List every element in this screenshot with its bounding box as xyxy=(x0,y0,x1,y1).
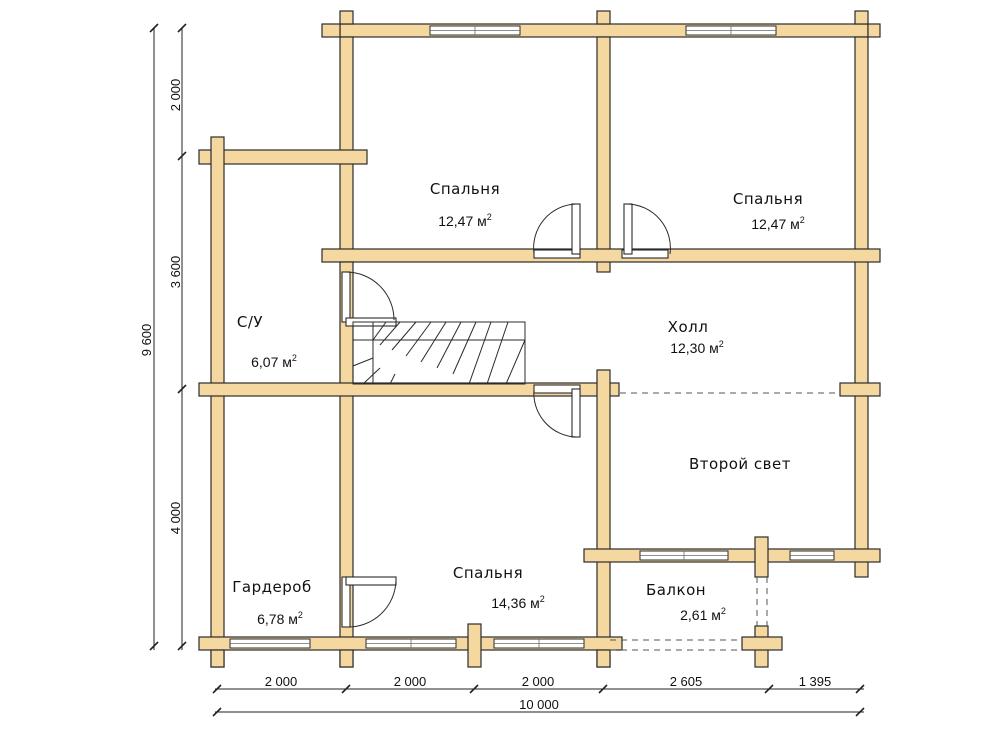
room-labels: Спальня 12,47 м2 Спальня 12,47 м2 С/У 6,… xyxy=(232,180,805,627)
log-end xyxy=(596,10,611,25)
window xyxy=(789,550,835,561)
wall-bathroom-top xyxy=(198,149,368,165)
log-end xyxy=(596,649,611,668)
dimensions-left: 9 600 2 000 3 600 4 000 xyxy=(139,23,187,651)
room-name-hall: Холл xyxy=(668,318,709,336)
window xyxy=(365,638,457,649)
room-name-bedroom-top-left: Спальня xyxy=(430,180,500,198)
wall-mid-horizontal xyxy=(198,382,620,397)
wall-vertical xyxy=(596,36,611,273)
room-name-wardrobe: Гардероб xyxy=(232,578,311,596)
log-end xyxy=(210,649,225,668)
wall-mid-right xyxy=(839,382,881,397)
wall-left xyxy=(210,136,225,668)
door xyxy=(341,271,397,327)
window xyxy=(639,550,729,561)
staircase xyxy=(352,321,526,385)
room-name-bedroom-bottom: Спальня xyxy=(453,564,523,582)
room-name-balcony: Балкон xyxy=(646,581,706,599)
room-name-second-light: Второй свет xyxy=(689,455,791,473)
wall-second-light-bottom xyxy=(583,548,881,563)
dimensions-bottom: 2 000 2 000 2 000 2 605 1 395 10 000 xyxy=(212,674,865,717)
log-end xyxy=(467,623,482,668)
dim-left-segment: 2 000 xyxy=(168,79,183,112)
dim-left-segment: 3 600 xyxy=(168,256,183,289)
room-area-bedroom-top-left: 12,47 м2 xyxy=(438,212,492,229)
dim-bottom-segment: 1 395 xyxy=(799,674,832,689)
log-end xyxy=(867,23,881,38)
dim-bottom-segment: 2 000 xyxy=(394,674,427,689)
window xyxy=(493,638,585,649)
dim-bottom-segment: 2 605 xyxy=(670,674,703,689)
dim-bottom-segment: 2 000 xyxy=(265,674,298,689)
log-end xyxy=(321,23,341,38)
wall-balcony-post-h xyxy=(741,636,783,651)
door xyxy=(533,203,581,259)
wall-right xyxy=(854,36,869,578)
wall-vertical xyxy=(339,36,354,253)
room-area-hall: 12,30 м2 xyxy=(670,339,724,356)
door xyxy=(341,576,397,628)
door xyxy=(621,203,671,259)
dim-bottom-segment: 2 000 xyxy=(522,674,555,689)
room-area-bedroom-bottom: 14,36 м2 xyxy=(491,594,545,611)
room-area-bedroom-top-right: 12,47 м2 xyxy=(751,215,805,232)
dim-left-total: 9 600 xyxy=(139,324,154,357)
dim-bottom-total: 10 000 xyxy=(519,697,559,712)
window xyxy=(685,25,777,36)
walls xyxy=(198,10,881,668)
window xyxy=(229,638,311,649)
wall-hall-top xyxy=(321,248,881,263)
windows xyxy=(229,25,835,649)
dim-left-segment: 4 000 xyxy=(168,502,183,535)
log-end xyxy=(339,10,354,25)
open-edges xyxy=(610,392,840,651)
door xyxy=(533,384,581,438)
wall-balcony-post xyxy=(754,536,769,578)
room-area-bathroom: 6,07 м2 xyxy=(251,353,297,370)
log-end xyxy=(854,10,869,25)
room-name-bedroom-top-right: Спальня xyxy=(733,190,803,208)
room-area-balcony: 2,61 м2 xyxy=(680,606,726,623)
room-name-bathroom: С/У xyxy=(237,313,263,331)
wall-vertical xyxy=(596,369,611,668)
room-area-wardrobe: 6,78 м2 xyxy=(257,610,303,627)
wall-top xyxy=(339,23,869,38)
window xyxy=(429,25,521,36)
log-end xyxy=(339,649,354,668)
